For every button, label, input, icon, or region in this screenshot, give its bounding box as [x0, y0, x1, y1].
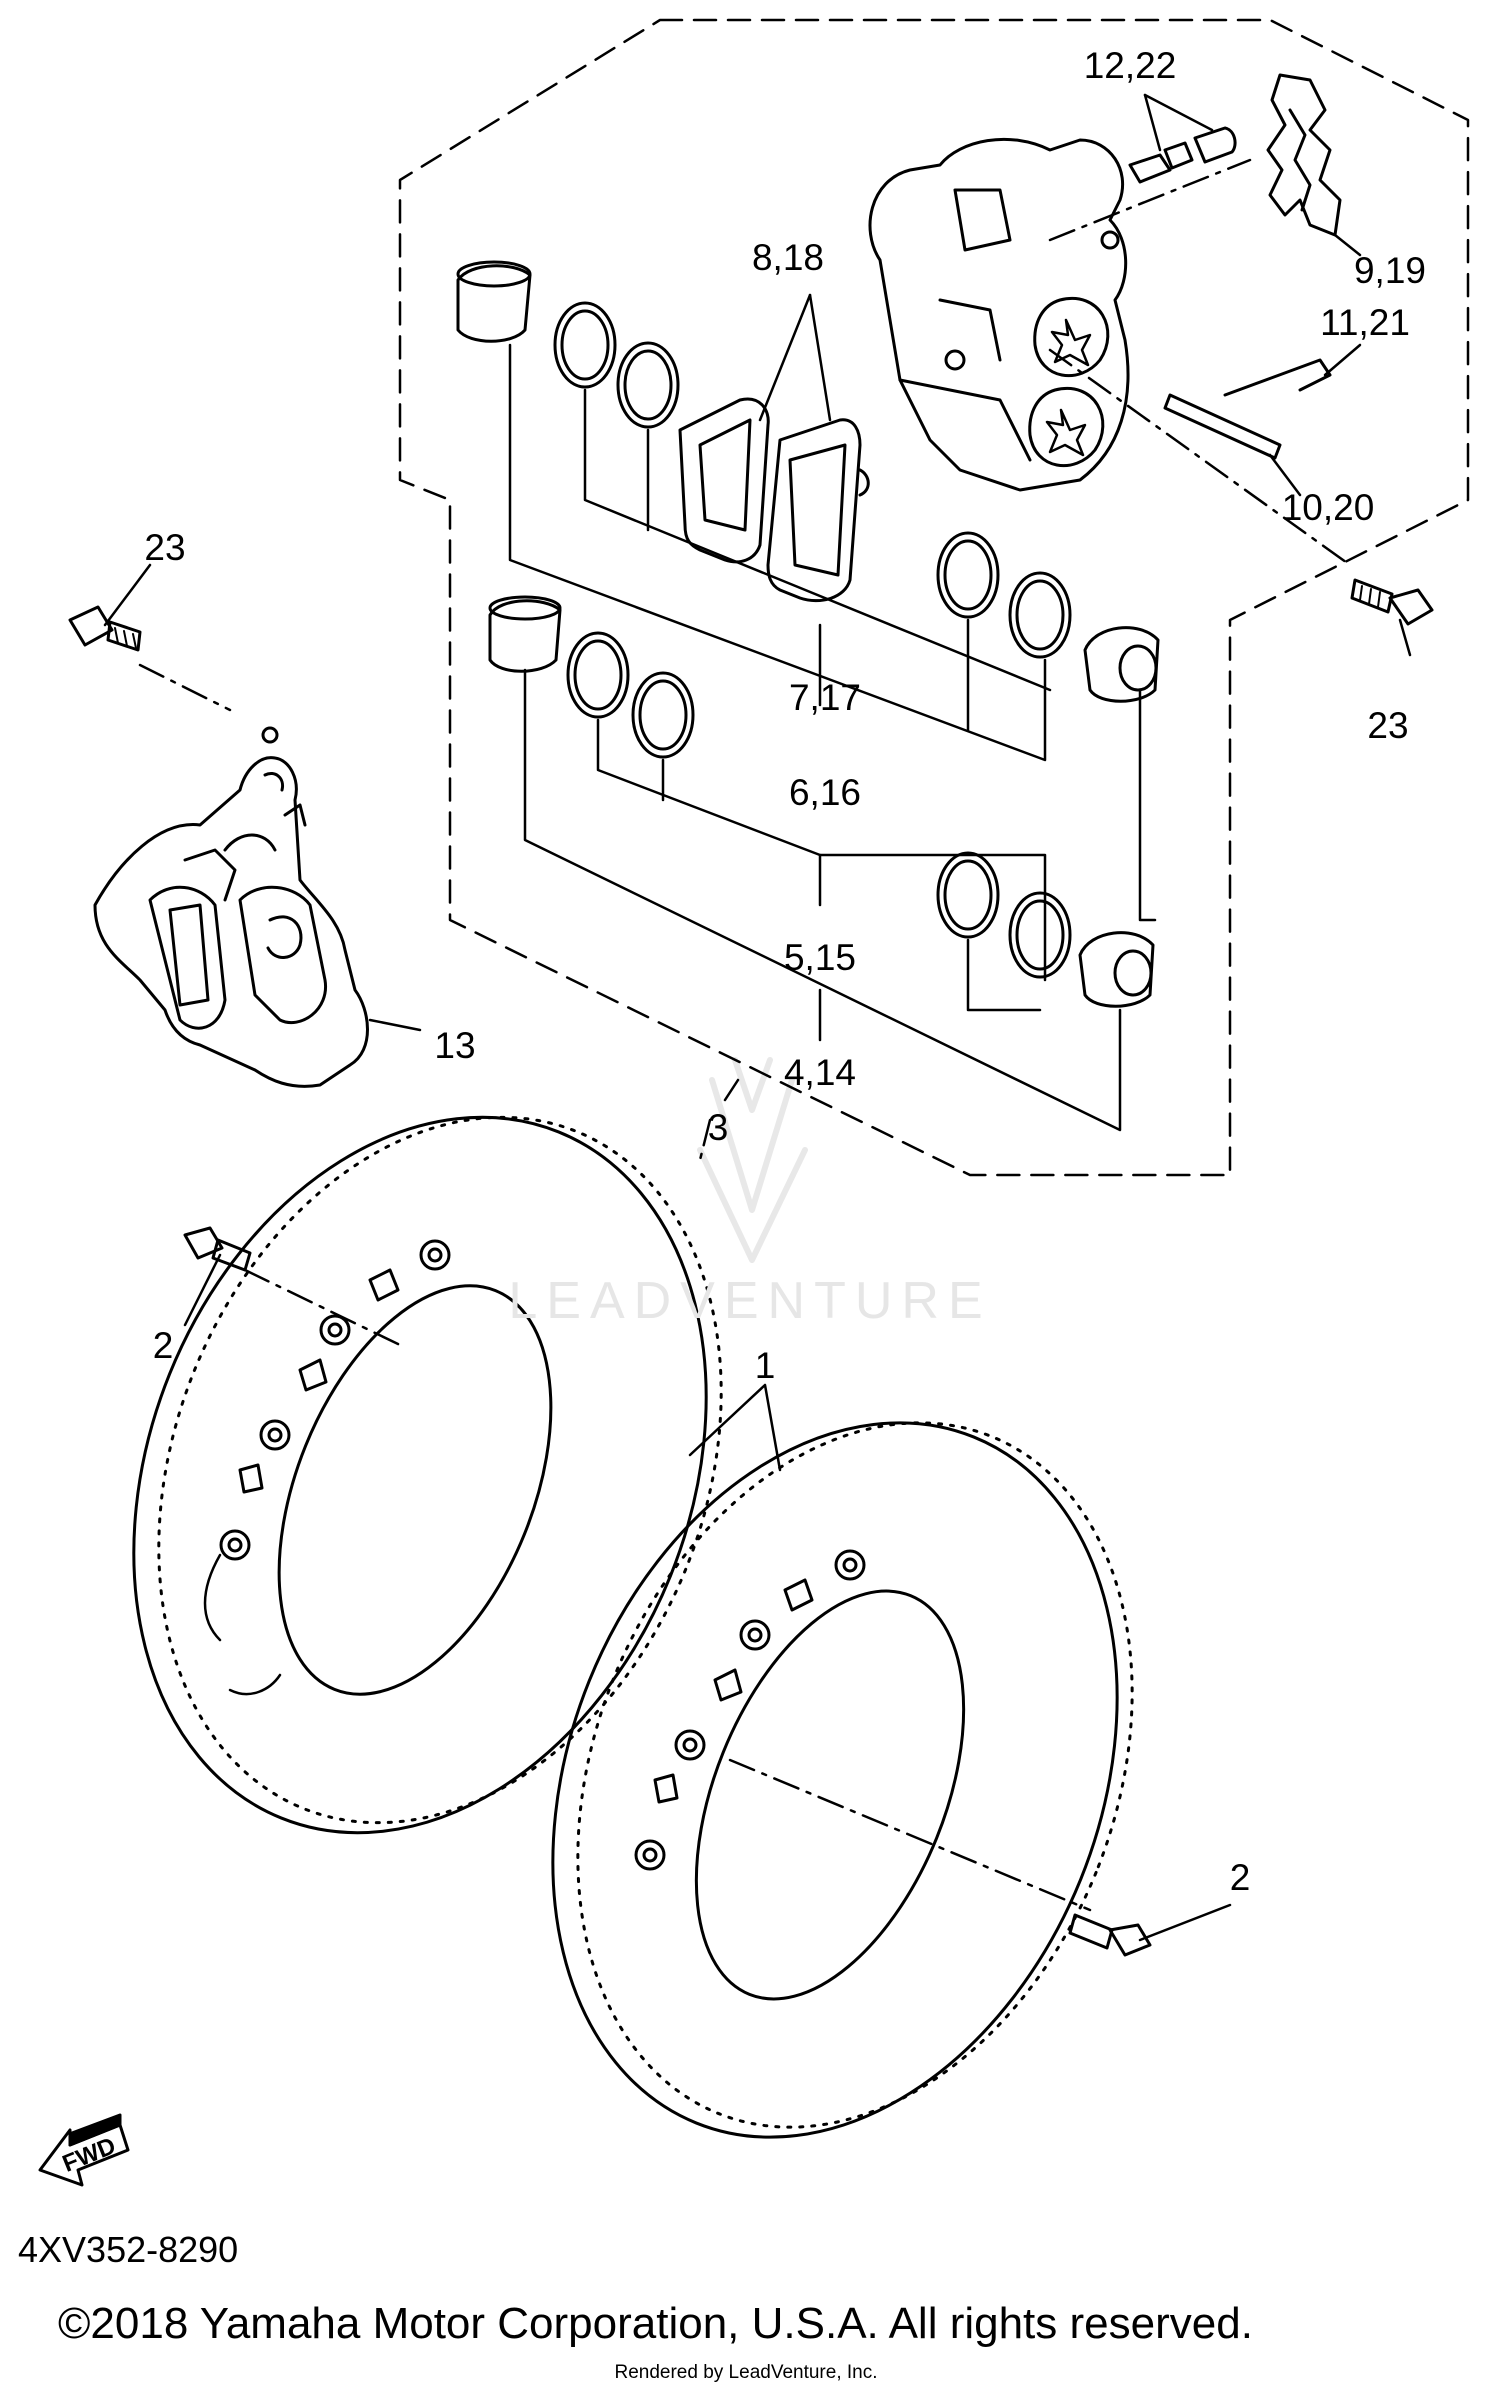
caliper-bolt-right [1350, 578, 1434, 626]
watermark-text: LEADVENTURE [508, 1272, 991, 1330]
left-caliper [93, 726, 369, 1088]
callout-11-21[interactable]: 11,21 [1320, 302, 1410, 343]
upper-pistons-and-seals [456, 260, 1160, 703]
right-caliper-body [868, 137, 1130, 492]
callout-6-16[interactable]: 6,16 [789, 772, 861, 813]
bleeder-screw-and-cap [1128, 126, 1237, 184]
callout-23-right[interactable]: 23 [1367, 705, 1408, 746]
callout-7-17[interactable]: 7,17 [789, 677, 861, 718]
brake-disc-right [551, 1421, 1134, 2139]
lower-pistons-and-seals [488, 595, 1155, 1008]
disc-bolt-left [183, 1226, 252, 1272]
watermark-logo-icon [697, 1057, 808, 1263]
caliper-bolt-left [68, 605, 142, 652]
callout-9-19[interactable]: 9,19 [1354, 250, 1426, 291]
callout-12-22[interactable]: 12,22 [1084, 45, 1177, 86]
disc-bolt-right [1068, 1913, 1152, 1957]
callout-10-20[interactable]: 10,20 [1282, 487, 1375, 528]
brake-pads [678, 397, 870, 603]
callout-5-15[interactable]: 5,15 [784, 937, 856, 978]
diagram-code: 4XV352-8290 [18, 2229, 238, 2270]
callout-23-left[interactable]: 23 [144, 527, 185, 568]
fwd-label: FWD [59, 2132, 120, 2178]
callout-3[interactable]: 3 [708, 1107, 729, 1148]
callout-13[interactable]: 13 [434, 1025, 475, 1066]
copyright-text: ©2018 Yamaha Motor Corporation, U.S.A. A… [58, 2299, 1253, 2348]
callout-8-18[interactable]: 8,18 [752, 237, 824, 278]
kit-leader-lines [103, 93, 1412, 1942]
callout-1[interactable]: 1 [755, 1345, 776, 1386]
callout-2-left[interactable]: 2 [153, 1325, 174, 1366]
callout-2-right[interactable]: 2 [1230, 1857, 1251, 1898]
pad-pin-and-clip [1163, 358, 1332, 460]
pad-spring [1266, 73, 1342, 237]
callout-4-14[interactable]: 4,14 [784, 1052, 856, 1093]
caliper-kit-boundary [398, 18, 1470, 1177]
alignment-lines [138, 158, 1352, 1912]
rendered-by-text: Rendered by LeadVenture, Inc. [614, 2362, 877, 2383]
fwd-arrow-icon[interactable] [38, 2113, 130, 2187]
